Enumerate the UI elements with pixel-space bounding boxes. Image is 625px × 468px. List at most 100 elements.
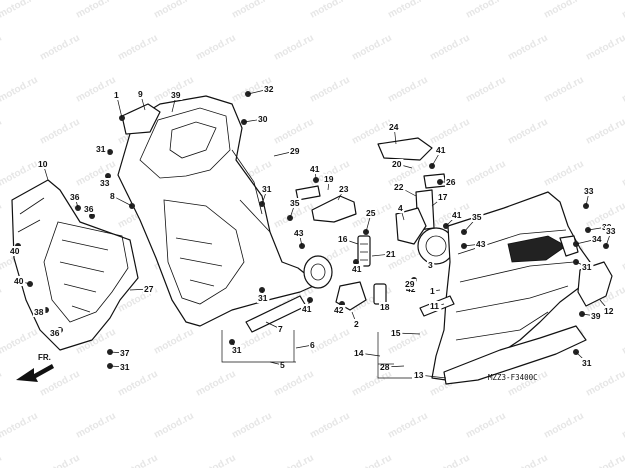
callout-background: [277, 324, 285, 334]
callout-background: [379, 302, 392, 312]
watermark-text: motod.ru: [194, 369, 237, 399]
watermark-text: motod.ru: [584, 33, 625, 63]
callout-background: [293, 228, 306, 238]
watermark-text: motod.ru: [386, 411, 429, 441]
watermark-text: motod.ru: [584, 369, 625, 399]
watermark-text: motod.ru: [0, 369, 4, 399]
watermark-text: motod.ru: [584, 453, 625, 468]
part-callout-35: 35: [472, 212, 482, 222]
watermark-text: motod.ru: [620, 0, 625, 21]
part-callout-9: 9: [138, 89, 143, 99]
watermark-text: motod.ru: [0, 327, 40, 357]
callout-background: [37, 159, 50, 169]
callout-background: [257, 114, 270, 124]
callout-background: [471, 212, 484, 222]
part-callout-31: 31: [232, 345, 242, 355]
part-callout-13: 13: [414, 370, 424, 380]
callout-background: [323, 174, 336, 184]
callout-background: [404, 279, 417, 289]
front-fairing: [117, 95, 319, 333]
part-callout-19: 19: [324, 174, 334, 184]
watermark-text: motod.ru: [152, 327, 195, 357]
part-callout-33: 33: [100, 178, 110, 188]
callout-background: [49, 328, 62, 338]
watermark-text: motod.ru: [272, 117, 315, 147]
watermark-text: motod.ru: [620, 243, 625, 273]
watermark-text: motod.ru: [230, 411, 273, 441]
part-callout-33: 33: [606, 226, 616, 236]
part-callout-41: 41: [310, 164, 320, 174]
watermark-text: motod.ru: [506, 117, 549, 147]
callout-background: [393, 182, 406, 192]
watermark-text: motod.ru: [584, 117, 625, 147]
watermark-text: motod.ru: [620, 327, 625, 357]
part-callout-43: 43: [294, 228, 304, 238]
callout-background: [231, 345, 244, 355]
callout-background: [109, 191, 117, 201]
callout-background: [427, 260, 435, 270]
callout-background: [603, 306, 616, 316]
part-callout-26: 26: [446, 177, 456, 187]
part-callout-34: 34: [592, 234, 602, 244]
part-callout-8: 8: [110, 191, 115, 201]
part-callout-41: 41: [436, 145, 446, 155]
callout-background: [69, 192, 82, 202]
callout-background: [475, 239, 488, 249]
watermark-text: motod.ru: [620, 411, 625, 441]
callout-background: [351, 264, 364, 274]
callout-background: [581, 358, 594, 368]
part-callout-41: 41: [352, 264, 362, 274]
part-callout-38: 38: [34, 307, 44, 317]
watermark-text: motod.ru: [308, 75, 351, 105]
callout-background: [309, 340, 317, 350]
callout-background: [113, 90, 121, 100]
watermark-text: motod.ru: [116, 453, 159, 468]
watermark-text: motod.ru: [464, 159, 507, 189]
callout-background: [95, 144, 108, 154]
part-callout-29: 29: [290, 146, 300, 156]
part-callout-43: 43: [476, 239, 486, 249]
part-callout-7: 7: [278, 324, 283, 334]
watermark-text: motod.ru: [74, 411, 117, 441]
watermark-text: motod.ru: [0, 285, 4, 315]
callout-background: [83, 204, 96, 214]
callout-background: [391, 159, 404, 169]
part-callout-31: 31: [96, 144, 106, 154]
part-callout-25: 25: [366, 208, 376, 218]
callout-background: [437, 192, 450, 202]
part-callout-41: 41: [452, 210, 462, 220]
watermark-text: motod.ru: [350, 369, 393, 399]
callout-background: [137, 89, 145, 99]
callout-background: [119, 362, 132, 372]
callout-background: [445, 177, 458, 187]
callout-background: [170, 90, 183, 100]
part-callout-16: 16: [338, 234, 348, 244]
part-callout-1: 1: [430, 286, 435, 296]
part-callout-24: 24: [389, 122, 399, 132]
callout-background: [429, 301, 442, 311]
watermark-text: motod.ru: [272, 453, 315, 468]
watermark-text: motod.ru: [542, 0, 585, 21]
callout-background: [257, 293, 270, 303]
watermark-text: motod.ru: [74, 75, 117, 105]
part-callout-17: 17: [438, 192, 448, 202]
callout-background: [353, 319, 361, 329]
callout-background: [591, 234, 604, 244]
part-callout-12: 12: [604, 306, 614, 316]
part-callout-20: 20: [392, 159, 402, 169]
callout-background: [13, 276, 26, 286]
watermark-text: motod.ru: [194, 33, 237, 63]
part-callout-21: 21: [386, 249, 396, 259]
callout-background: [337, 234, 350, 244]
front-direction-arrow: FR.: [16, 353, 54, 382]
watermark-text: motod.ru: [464, 75, 507, 105]
callout-background: [379, 362, 392, 372]
part-callout-4: 4: [398, 203, 403, 213]
callout-background: [413, 370, 426, 380]
part-callout-35: 35: [290, 198, 300, 208]
part-callout-5: 5: [280, 360, 285, 370]
watermark-text: motod.ru: [350, 33, 393, 63]
callout-background: [279, 360, 287, 370]
